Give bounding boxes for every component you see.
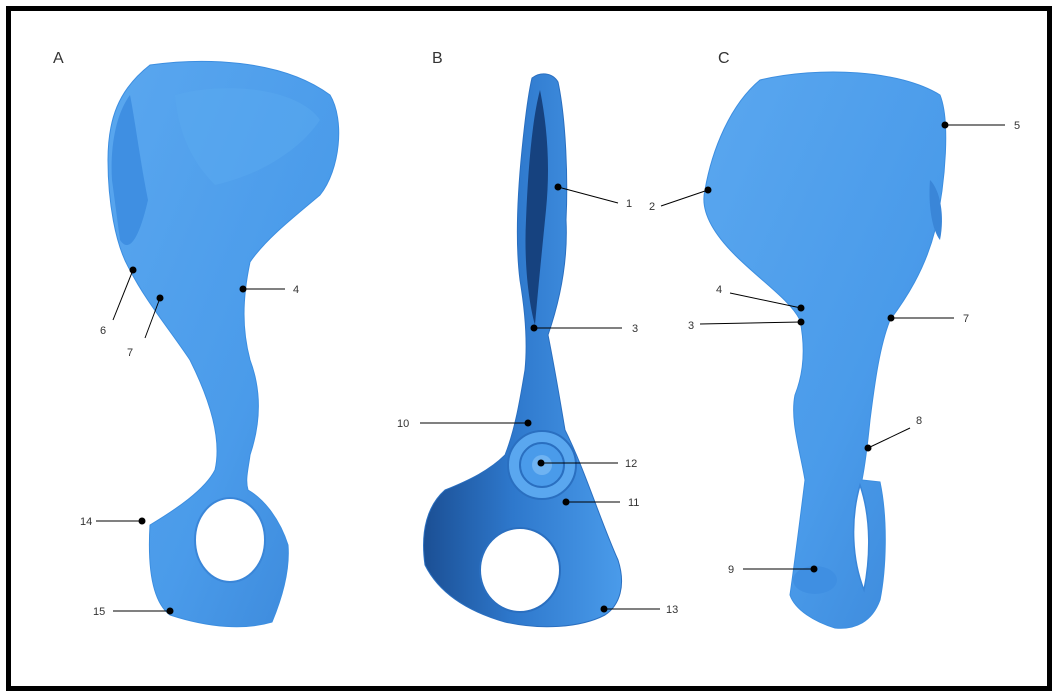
landmark-number: 6 (100, 325, 106, 337)
landmark-point (798, 319, 805, 326)
landmark-number: 3 (688, 320, 694, 332)
obturator-foramen-a (195, 498, 265, 582)
landmark-number: 4 (716, 284, 722, 296)
landmark-number: 10 (397, 418, 409, 430)
landmark-number: 11 (628, 497, 639, 509)
landmark-point (531, 325, 538, 332)
landmark-point (167, 608, 174, 615)
landmark-number: 4 (293, 284, 299, 296)
landmark-point (139, 518, 146, 525)
landmark-number: 2 (649, 201, 655, 213)
landmark-number: 14 (80, 516, 92, 528)
landmark-point (601, 606, 608, 613)
landmark-point (865, 445, 872, 452)
landmark-number: 1 (626, 198, 632, 210)
landmark-point (538, 460, 545, 467)
bone-view-c (704, 72, 946, 628)
landmark-point (888, 315, 895, 322)
landmark-number: 3 (632, 323, 638, 335)
landmark-point (811, 566, 818, 573)
landmark-number: 9 (728, 564, 734, 576)
landmark-number: 12 (625, 458, 637, 470)
landmark-number: 15 (93, 606, 105, 618)
landmark-point (705, 187, 712, 194)
landmark-point (130, 267, 137, 274)
landmark-point (942, 122, 949, 129)
landmark-point (555, 184, 562, 191)
landmark-number: 8 (916, 415, 922, 427)
landmark-number: 5 (1014, 120, 1020, 132)
landmark-point (563, 499, 570, 506)
landmark-point (798, 305, 805, 312)
landmark-number: 7 (963, 313, 969, 325)
ilium-outline-c (704, 72, 946, 628)
bone-view-a (108, 61, 339, 626)
obturator-foramen-b (480, 528, 560, 612)
landmark-number: 13 (666, 604, 678, 616)
landmark-point (157, 295, 164, 302)
landmark-point (240, 286, 247, 293)
landmark-point (525, 420, 532, 427)
bone-view-b (424, 74, 622, 627)
landmark-number: 7 (127, 347, 133, 359)
